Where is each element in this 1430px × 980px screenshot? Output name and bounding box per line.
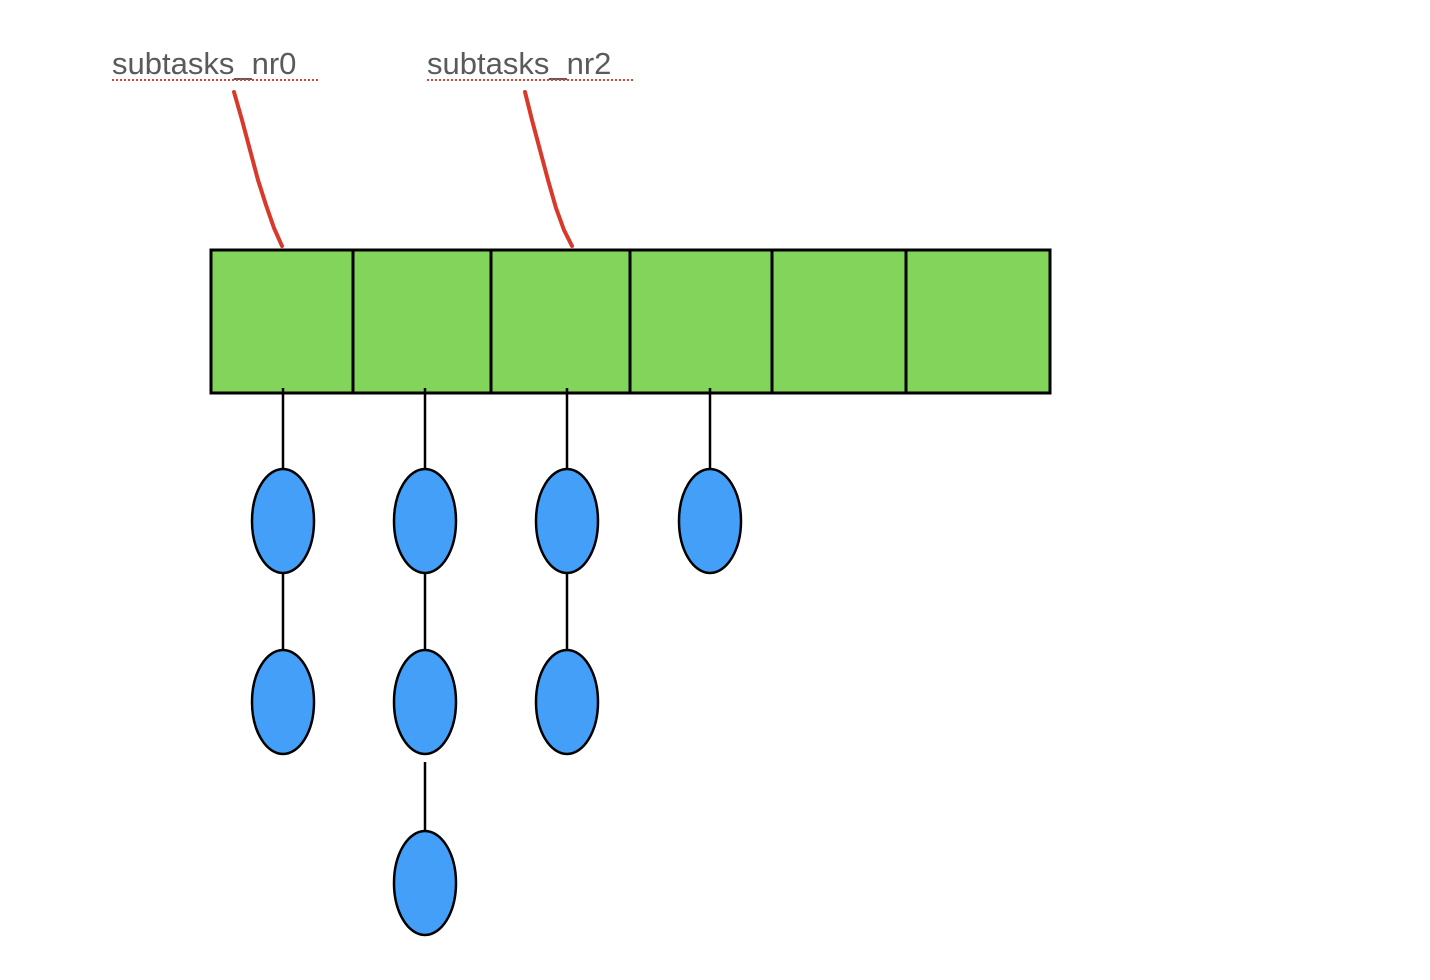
list-node-cell-1-1 <box>392 648 458 756</box>
array-cell-1 <box>351 248 493 395</box>
list-node-cell-1-2 <box>392 829 458 937</box>
array-cell-5 <box>904 248 1052 395</box>
array-cell-3 <box>628 248 774 395</box>
list-node-cell-0-0 <box>250 467 316 575</box>
label-subtasks-nr0: subtasks_nr0 <box>112 46 296 81</box>
list-node-cell-2-0 <box>534 467 600 575</box>
label-subtasks-nr2: subtasks_nr2 <box>427 46 611 81</box>
array-cell-0 <box>209 248 355 395</box>
links-group <box>281 388 712 841</box>
array-group <box>209 248 1052 395</box>
list-node-cell-2-1 <box>534 648 600 756</box>
pointer-line-subtasks-nr0 <box>232 90 284 248</box>
list-node-cell-1-0 <box>392 467 458 575</box>
pointer-line-subtasks-nr2 <box>523 90 574 248</box>
array-cell-2 <box>489 248 632 395</box>
array-cell-4 <box>770 248 908 395</box>
list-node-cell-0-1 <box>250 648 316 756</box>
list-node-cell-3-0 <box>677 467 743 575</box>
nodes-group <box>250 467 743 937</box>
